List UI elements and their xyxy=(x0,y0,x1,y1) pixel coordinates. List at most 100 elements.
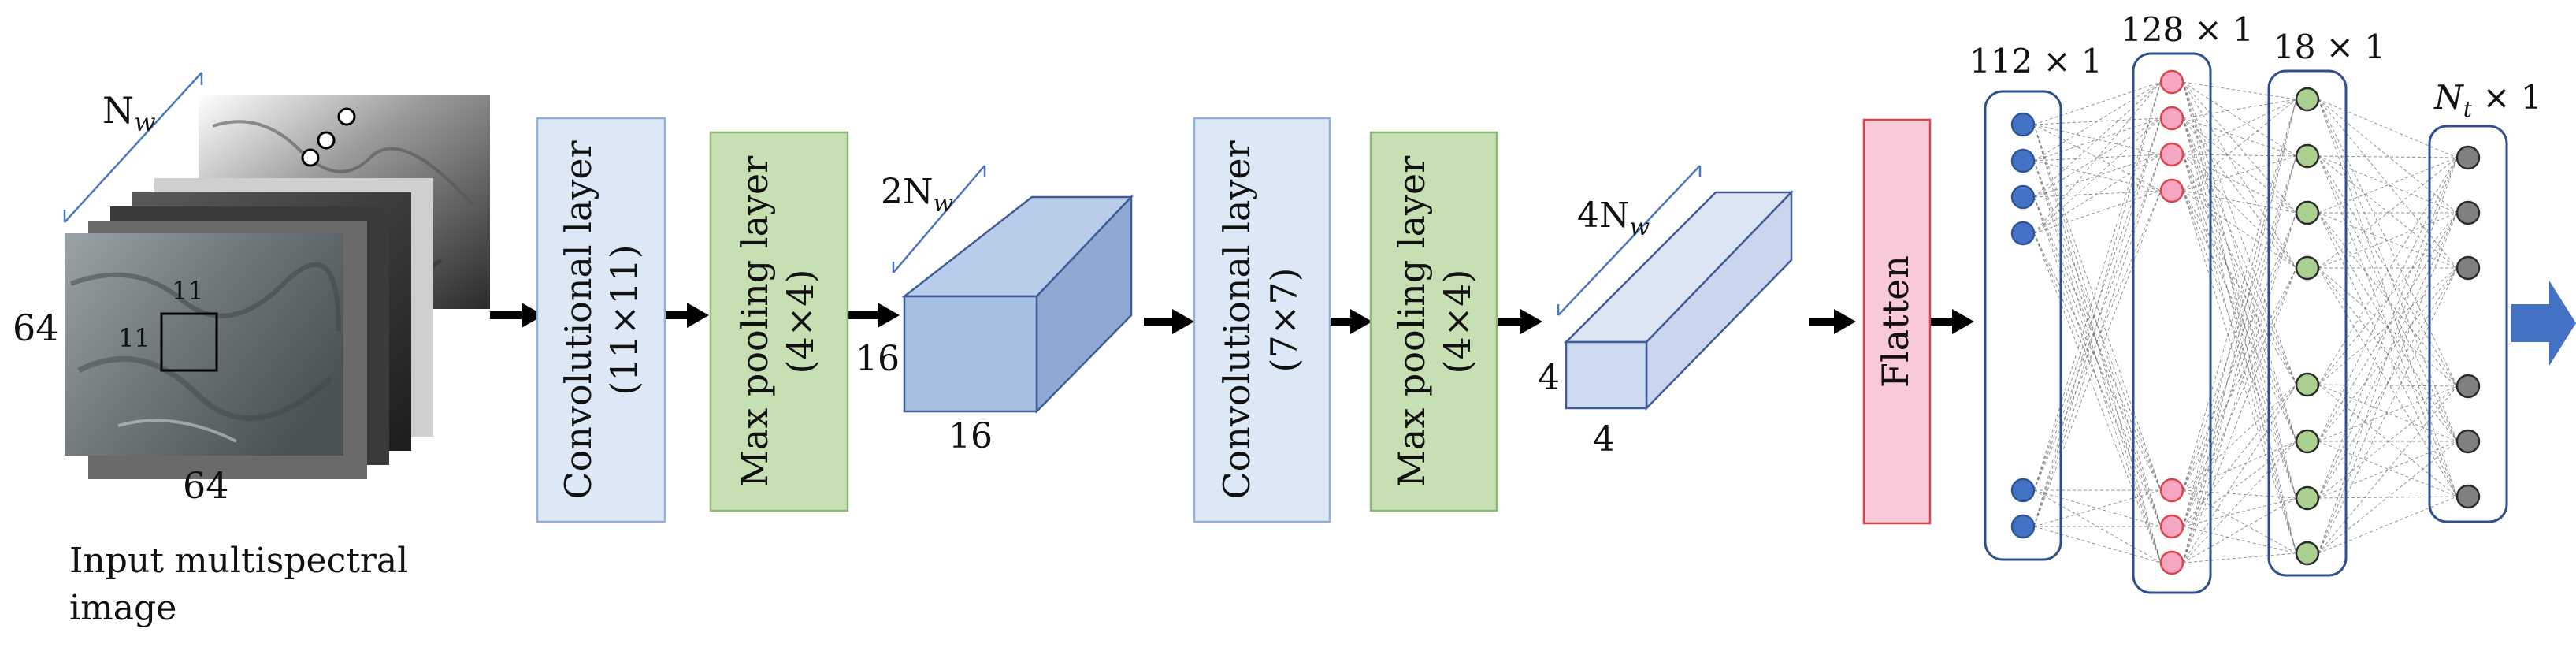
kernel-height-label: 11 xyxy=(172,276,204,306)
neuron-node xyxy=(2159,142,2184,167)
pool1-label-line2: (4×4) xyxy=(779,270,822,374)
dense-layer-box-out xyxy=(2428,125,2508,523)
dense-edge xyxy=(2318,99,2458,387)
dense-edge xyxy=(2182,526,2297,554)
dense-edge xyxy=(2182,190,2297,214)
dense-edge xyxy=(2182,212,2297,527)
feature-volume-2 xyxy=(1557,165,1794,411)
dense-edge xyxy=(2182,99,2297,527)
dense-edge xyxy=(2318,267,2458,385)
dense-edge xyxy=(2182,154,2297,214)
volume1-depth-label: 2Nw xyxy=(881,172,954,218)
dense-layer-label-out: Nt × 1 xyxy=(2433,78,2542,122)
dense-edge xyxy=(2318,157,2458,554)
dense-edge xyxy=(2182,99,2297,119)
dense-edge xyxy=(2033,154,2162,491)
input-height-label: 64 xyxy=(13,307,59,349)
dense-edge xyxy=(2318,157,2458,214)
neuron-node xyxy=(2455,255,2481,281)
dense-edge xyxy=(2033,160,2162,491)
dense-edge xyxy=(2182,552,2297,564)
volume2-height-label: 4 xyxy=(1538,358,1560,398)
dense-edge xyxy=(2182,81,2297,385)
input-width-label: 64 xyxy=(183,464,229,507)
feature-volume-1 xyxy=(892,165,1134,415)
neuron-node xyxy=(2455,145,2481,170)
dense-edge xyxy=(2182,81,2297,554)
dense-edge xyxy=(2182,267,2297,564)
dense-edge xyxy=(2182,212,2297,491)
dense-edge xyxy=(2182,190,2297,499)
output-arrow xyxy=(2511,281,2576,366)
dense-edge xyxy=(2033,154,2162,234)
dense-edge xyxy=(2182,190,2297,269)
kernel-window xyxy=(160,312,218,372)
neuron-node xyxy=(2455,429,2481,454)
dense-edge xyxy=(2033,124,2162,491)
dense-edge xyxy=(2033,81,2162,491)
neuron-node xyxy=(2295,87,2320,112)
flow-arrow xyxy=(1928,309,1974,334)
neuron-node xyxy=(2295,485,2320,511)
pool2-label-line1: Max pooling layer xyxy=(1390,156,1433,487)
neuron-node xyxy=(2295,541,2320,566)
dense-edge xyxy=(2182,441,2297,564)
neuron-node xyxy=(2010,148,2036,173)
neuron-node xyxy=(2010,184,2036,210)
dense-layer-box-18 xyxy=(2267,69,2348,577)
dense-edge xyxy=(2182,190,2297,554)
dense-edge xyxy=(2318,157,2458,499)
dense-edge xyxy=(2318,155,2458,269)
dense-edge xyxy=(2033,160,2162,527)
dense-edge xyxy=(2033,160,2162,564)
flatten-block: Flatten xyxy=(1862,118,1932,525)
dense-layer-box-112 xyxy=(1984,90,2062,561)
flow-arrow xyxy=(665,303,709,328)
flow-arrow xyxy=(1144,309,1194,334)
neuron-node xyxy=(2295,372,2320,397)
dense-edge xyxy=(2182,81,2297,499)
dense-edge xyxy=(2182,99,2297,192)
dense-edge xyxy=(2318,212,2458,554)
neuron-node xyxy=(2159,514,2184,539)
dense-edge xyxy=(2033,232,2162,564)
neuron-node xyxy=(2159,106,2184,131)
dense-edge xyxy=(2318,99,2458,442)
dense-layer-box-128 xyxy=(2132,52,2212,594)
dense-edge xyxy=(2033,190,2162,491)
volume1-width-label: 16 xyxy=(948,416,993,456)
dense-edge xyxy=(2182,190,2297,385)
dense-edge xyxy=(2033,232,2162,527)
volume2-width-label: 4 xyxy=(1593,419,1615,459)
volume1-depth-bracket xyxy=(893,165,985,273)
neuron-node xyxy=(2295,200,2320,225)
conv1-label-line2: (11×11) xyxy=(603,244,645,396)
conv-layer-1-block: Convolutional layer (11×11) xyxy=(536,117,666,523)
dense-edge xyxy=(2182,99,2297,155)
dense-edge xyxy=(2033,232,2162,491)
dense-edge xyxy=(2182,154,2297,442)
dense-edge xyxy=(2182,81,2297,269)
dense-layer-label-18: 18 × 1 xyxy=(2273,28,2385,66)
dense-edge xyxy=(2033,117,2162,234)
input-depth-label: Nw xyxy=(102,89,156,137)
volume1-height-label: 16 xyxy=(856,339,900,379)
dense-edge xyxy=(2182,384,2297,527)
dense-edge xyxy=(2182,99,2297,564)
dense-edge xyxy=(2318,157,2458,269)
dense-edge xyxy=(2033,81,2162,198)
neuron-node xyxy=(2295,255,2320,281)
input-caption-line1: Input multispectral xyxy=(69,541,408,581)
pool2-label-line2: (4×4) xyxy=(1436,270,1479,374)
dense-edge xyxy=(2318,441,2458,554)
neuron-node xyxy=(2010,514,2036,539)
dense-edge xyxy=(2318,99,2458,497)
conv2-label-line1: Convolutional layer xyxy=(1216,140,1258,499)
dense-edge xyxy=(2318,155,2458,214)
neuron-node xyxy=(2159,178,2184,203)
dense-edge xyxy=(2182,117,2297,214)
neuron-node xyxy=(2455,374,2481,399)
dense-edge xyxy=(2182,154,2297,269)
neuron-node xyxy=(2159,69,2184,95)
